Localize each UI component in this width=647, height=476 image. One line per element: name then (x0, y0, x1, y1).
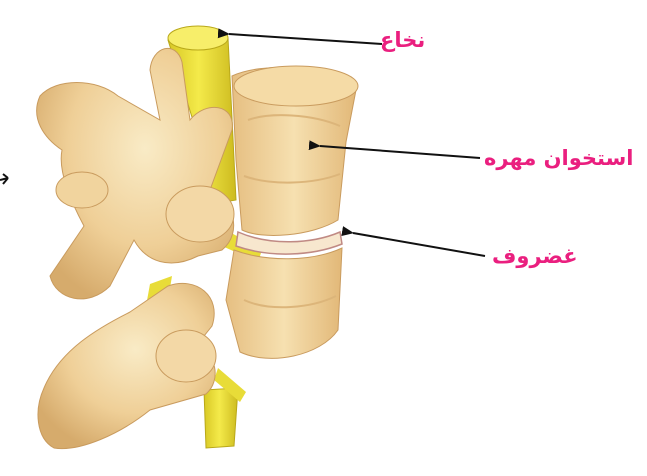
arrow-spinal-cord (229, 34, 382, 44)
label-vertebra-bone: استخوان مهره (484, 148, 633, 169)
label-spinal-cord: نخاع (380, 30, 425, 51)
intervertebral-disc (236, 232, 342, 254)
arrow-cropped-left (0, 174, 8, 184)
vertebra-body-upper (232, 66, 358, 235)
label-cartilage: غضروف (492, 246, 578, 267)
vertebra-body-lower (226, 248, 342, 358)
arrow-cartilage (353, 233, 485, 256)
vertebra-processes-lower (38, 283, 216, 448)
